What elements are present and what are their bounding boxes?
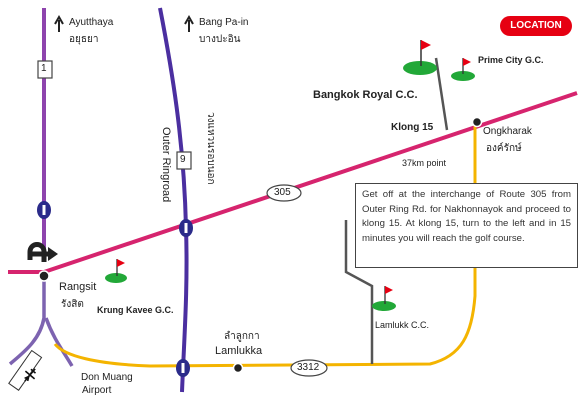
lamlukk-cc-label: Lamlukk C.C. bbox=[375, 320, 430, 330]
klong15-label: Klong 15 bbox=[391, 122, 434, 133]
directions-text: Get off at the interchange of Route 305 … bbox=[362, 189, 571, 244]
north-arrow-icon bbox=[184, 14, 194, 32]
golf-flag-icon bbox=[451, 58, 475, 81]
rangsit-label: Rangsit bbox=[59, 281, 97, 293]
ongkharak-thai-label: องค์รักษ์ bbox=[486, 143, 522, 154]
road-to-bangkok-royal bbox=[434, 57, 449, 131]
don-muang-label: Don Muang bbox=[81, 372, 133, 383]
airport-label: Airport bbox=[82, 385, 112, 396]
route-3312-number: 3312 bbox=[297, 362, 320, 373]
interchange-icon bbox=[37, 201, 51, 219]
ongkharak-label: Ongkharak bbox=[483, 126, 532, 137]
route-305-shield bbox=[266, 184, 302, 202]
route-3312-shield bbox=[290, 359, 328, 377]
north-arrow-icon bbox=[54, 14, 64, 32]
bangkok-royal-label: Bangkok Royal C.C. bbox=[313, 89, 418, 101]
interchange-icon bbox=[179, 219, 193, 237]
rangsit-thai-label: รังสิต bbox=[61, 299, 84, 310]
route-1-south-road bbox=[8, 276, 46, 366]
rangsit-junction-dot bbox=[38, 270, 50, 282]
nakhonnayok-arrow-icon bbox=[505, 80, 535, 93]
ayutthaya-label: Ayutthaya bbox=[69, 17, 114, 28]
outer-ringroad-thai-label: วงแหวนรอบนอก bbox=[205, 112, 216, 185]
lamlukka-label: Lamlukka bbox=[215, 345, 263, 357]
route-1-number: 1 bbox=[41, 63, 47, 74]
route-9-shield bbox=[176, 151, 192, 170]
outer-ringroad-label: Outer Ringroad bbox=[160, 127, 172, 203]
bangpain-label: Bang Pa-in bbox=[199, 17, 249, 28]
krung-kavee-label: Krung Kavee G.C. bbox=[97, 305, 174, 315]
golf-flag-icon bbox=[105, 259, 127, 283]
route-1-shield bbox=[37, 60, 53, 79]
golf-flag-icon bbox=[403, 40, 437, 75]
lamlukk-road bbox=[344, 220, 374, 364]
directions-box: Get off at the interchange of Route 305 … bbox=[355, 183, 578, 268]
u-turn-arrow-icon bbox=[27, 242, 58, 262]
golf-flag-icon bbox=[372, 286, 396, 311]
airplane-icon bbox=[24, 368, 37, 382]
route-9-number: 9 bbox=[180, 154, 186, 165]
bangpain-thai-label: บางปะอิน bbox=[199, 34, 241, 45]
lamlukka-junction-dot bbox=[232, 362, 244, 374]
lamlukka-thai-label: ลำลูกกา bbox=[224, 331, 260, 342]
vibhavadi-road bbox=[44, 317, 74, 367]
prime-city-label: Prime City G.C. bbox=[478, 55, 544, 65]
route-305-number: 305 bbox=[274, 187, 291, 198]
airport-runway bbox=[8, 349, 43, 391]
km37-label: 37km point bbox=[402, 158, 447, 168]
ongkharak-junction-dot bbox=[471, 116, 483, 128]
ayutthaya-thai-label: อยุธยา bbox=[69, 34, 99, 45]
interchange-icon bbox=[176, 359, 190, 377]
location-badge: LOCATION bbox=[500, 16, 572, 36]
route-3312-road bbox=[53, 124, 477, 368]
